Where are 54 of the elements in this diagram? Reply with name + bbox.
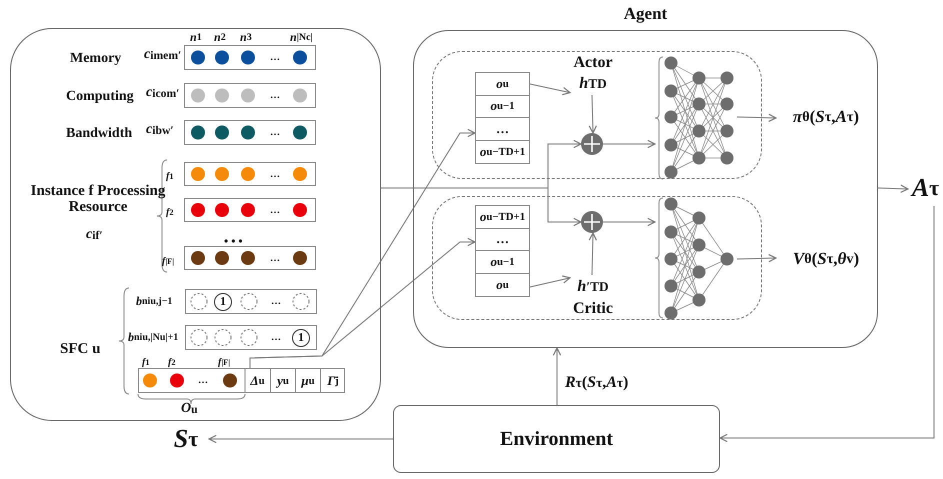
box-title: Environment (499, 426, 614, 452)
section-title: Actor (572, 53, 614, 73)
sum-circle (581, 211, 603, 233)
ellipsis: … (269, 89, 281, 103)
circled-number: 1 (292, 328, 310, 346)
circled-number: 1 (214, 292, 232, 310)
resource-row (184, 198, 316, 222)
history-stack (475, 72, 530, 164)
group-label: Instance f Processing Resource (30, 182, 166, 216)
stack-cell: … (476, 228, 529, 251)
stack-cell: … (476, 118, 529, 140)
arrow (602, 218, 656, 226)
ellipsis: • • • (224, 232, 243, 250)
arrow (602, 140, 656, 148)
state-vector-row (138, 368, 345, 393)
placement-row (185, 289, 317, 314)
arrow (208, 434, 394, 444)
resource-row (184, 120, 316, 145)
ellipsis: … (270, 331, 282, 345)
resource-row (184, 162, 316, 186)
arrow (530, 275, 571, 288)
row-label: Memory (70, 50, 122, 68)
resource-row (184, 83, 316, 108)
ellipsis: … (269, 252, 281, 266)
sum-circle (581, 133, 603, 155)
arrow (552, 347, 562, 406)
environment-box (393, 405, 720, 473)
group-label: SFC u (60, 340, 100, 358)
actor-panel (432, 51, 762, 179)
ellipsis: … (269, 126, 281, 140)
arrow (588, 94, 597, 134)
row-label: Bandwidth (66, 125, 132, 143)
arrow (530, 84, 571, 96)
resource-row (184, 45, 316, 70)
arrow (380, 188, 582, 226)
arrow (719, 206, 934, 442)
arrow (588, 232, 598, 276)
arrow (736, 114, 777, 122)
history-stack (475, 205, 530, 297)
arrow (736, 254, 777, 262)
heading: Agent (622, 3, 668, 25)
placement-row (185, 325, 317, 350)
row-label: Computing (66, 88, 134, 106)
state-panel (10, 28, 381, 421)
ellipsis: … (269, 168, 281, 182)
section-title: Critic (572, 299, 614, 319)
ellipsis: … (270, 295, 282, 309)
resource-row (184, 246, 316, 270)
arrow (250, 238, 476, 368)
critic-panel (432, 196, 762, 320)
ellipsis: … (197, 374, 209, 388)
ellipsis: … (269, 51, 281, 65)
arrow (878, 184, 909, 193)
ellipsis: … (269, 204, 281, 218)
